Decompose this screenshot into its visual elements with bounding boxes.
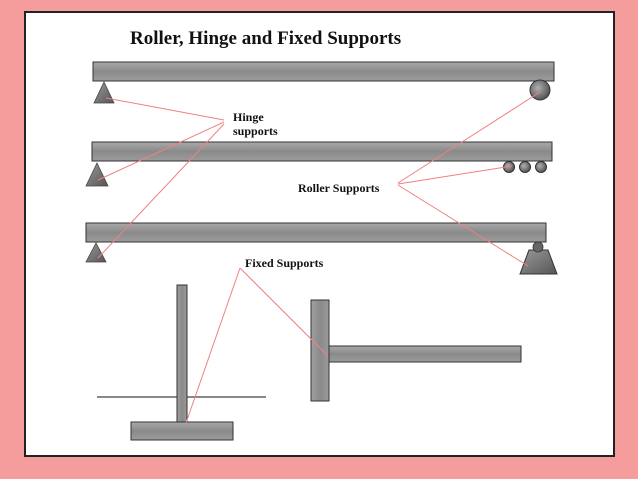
roller-wheel-2-icon <box>519 161 531 173</box>
hinge-support-1-icon <box>93 81 115 104</box>
fixed-base-plate <box>130 421 234 441</box>
roller-block-support-icon <box>519 249 558 275</box>
hinge-leader-lines <box>97 97 225 259</box>
roller-wheel-3-icon <box>535 161 547 173</box>
roller-label: Roller Supports <box>298 181 380 195</box>
fixed-column-1 <box>176 284 188 423</box>
hinge-label: Hinge supports <box>233 110 278 138</box>
cantilever-beam <box>328 345 522 363</box>
roller-leader-lines <box>397 91 541 267</box>
beam-3 <box>85 222 547 243</box>
hinge-support-2-icon <box>85 162 109 187</box>
roller-block-pin-icon <box>532 241 544 253</box>
slide-title: Roller, Hinge and Fixed Supports <box>130 28 402 49</box>
fixed-wall <box>310 299 330 402</box>
hinge-support-3-icon <box>85 242 107 263</box>
fixed-leader-lines <box>185 267 329 424</box>
beam-1 <box>92 61 555 82</box>
beam-2 <box>91 141 553 162</box>
hinge-label-line2: supports <box>233 124 278 138</box>
hinge-label-line1: Hinge <box>233 110 264 124</box>
fixed-label: Fixed Supports <box>245 256 324 270</box>
